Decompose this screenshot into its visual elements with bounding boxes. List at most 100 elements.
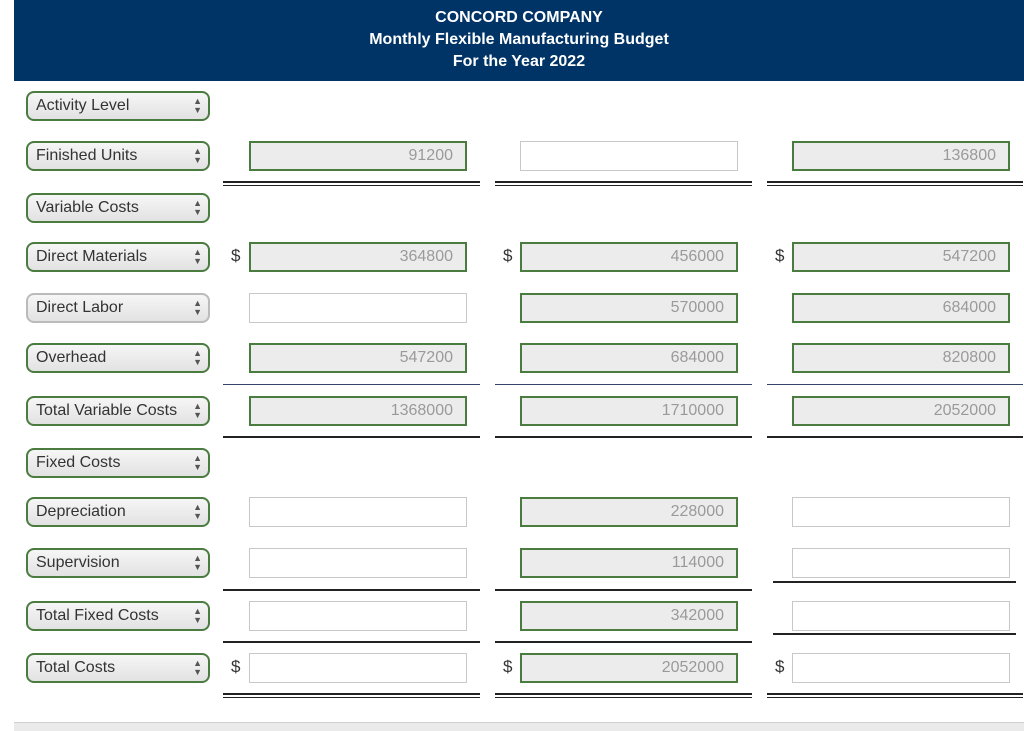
underline [495, 641, 752, 643]
select-label: Activity Level [36, 97, 130, 114]
updown-arrow-icon: ▲▼ [193, 247, 202, 266]
select-label: Supervision [36, 554, 120, 571]
direct-materials-input-1[interactable]: 364800 [249, 242, 467, 272]
row-supervision: Supervision ▲▼ 114000 [0, 548, 1024, 582]
row-depreciation: Depreciation ▲▼ 228000 [0, 497, 1024, 531]
overhead-select[interactable]: Overhead ▲▼ [26, 343, 210, 373]
company-name: CONCORD COMPANY [435, 9, 603, 26]
updown-arrow-icon: ▲▼ [193, 348, 202, 367]
underline [223, 589, 480, 591]
overhead-input-1[interactable]: 547200 [249, 343, 467, 373]
updown-arrow-icon: ▲▼ [193, 401, 202, 420]
total-variable-costs-input-2[interactable]: 1710000 [520, 396, 738, 426]
dollar-sign: $ [503, 657, 513, 676]
underline [495, 436, 752, 438]
dollar-sign: $ [775, 657, 785, 676]
underline [495, 384, 752, 385]
select-label: Total Variable Costs [36, 402, 178, 419]
select-label: Total Costs [36, 659, 116, 676]
finished-units-input-3[interactable]: 136800 [792, 141, 1010, 171]
variable-costs-select[interactable]: Variable Costs ▲▼ [26, 193, 210, 223]
depreciation-input-2[interactable]: 228000 [520, 497, 738, 527]
underline [773, 581, 1016, 583]
overhead-input-3[interactable]: 820800 [792, 343, 1010, 373]
total-costs-input-2[interactable]: 2052000 [520, 653, 738, 683]
row-fixed-costs: Fixed Costs ▲▼ [0, 448, 1024, 482]
double-underline [495, 181, 752, 186]
direct-labor-input-3[interactable]: 684000 [792, 293, 1010, 323]
updown-arrow-icon: ▲▼ [193, 658, 202, 677]
double-underline [767, 181, 1023, 186]
double-underline [223, 693, 480, 698]
total-fixed-costs-select[interactable]: Total Fixed Costs ▲▼ [26, 601, 210, 631]
total-fixed-costs-input-3[interactable] [792, 601, 1010, 631]
total-fixed-costs-input-1[interactable] [249, 601, 467, 631]
overhead-input-2[interactable]: 684000 [520, 343, 738, 373]
select-label: Finished Units [36, 147, 138, 164]
supervision-select[interactable]: Supervision ▲▼ [26, 548, 210, 578]
total-fixed-costs-input-2[interactable]: 342000 [520, 601, 738, 631]
updown-arrow-icon: ▲▼ [193, 453, 202, 472]
underline [767, 384, 1023, 385]
total-variable-costs-select[interactable]: Total Variable Costs ▲▼ [26, 396, 210, 426]
fixed-costs-select[interactable]: Fixed Costs ▲▼ [26, 448, 210, 478]
direct-materials-input-3[interactable]: 547200 [792, 242, 1010, 272]
updown-arrow-icon: ▲▼ [193, 606, 202, 625]
select-label: Overhead [36, 349, 107, 366]
row-total-variable-costs: Total Variable Costs ▲▼ 1368000 1710000 … [0, 396, 1024, 430]
supervision-input-1[interactable] [249, 548, 467, 578]
row-direct-materials: Direct Materials ▲▼ $ 364800 $ 456000 $ … [0, 242, 1024, 276]
select-label: Direct Materials [36, 248, 148, 265]
row-direct-labor: Direct Labor ▲▼ 570000 684000 [0, 293, 1024, 327]
dollar-sign: $ [503, 246, 513, 265]
budget-period: For the Year 2022 [452, 53, 586, 70]
double-underline [495, 693, 752, 698]
select-label: Fixed Costs [36, 454, 121, 471]
direct-materials-select[interactable]: Direct Materials ▲▼ [26, 242, 210, 272]
dollar-sign: $ [231, 246, 241, 265]
underline [767, 436, 1023, 438]
total-variable-costs-input-1[interactable]: 1368000 [249, 396, 467, 426]
row-finished-units: Finished Units ▲▼ 91200 136800 [0, 141, 1024, 175]
direct-labor-input-2[interactable]: 570000 [520, 293, 738, 323]
underline [223, 436, 480, 438]
supervision-input-3[interactable] [792, 548, 1010, 578]
activity-level-select[interactable]: Activity Level ▲▼ [26, 91, 210, 121]
row-total-fixed-costs: Total Fixed Costs ▲▼ 342000 [0, 601, 1024, 635]
select-label: Direct Labor [36, 299, 124, 316]
double-underline [767, 693, 1023, 698]
dollar-sign: $ [775, 246, 785, 265]
budget-header: CONCORD COMPANY Monthly Flexible Manufac… [14, 0, 1024, 81]
supervision-input-2[interactable]: 114000 [520, 548, 738, 578]
total-costs-input-3[interactable] [792, 653, 1010, 683]
total-costs-input-1[interactable] [249, 653, 467, 683]
finished-units-input-1[interactable]: 91200 [249, 141, 467, 171]
updown-arrow-icon: ▲▼ [193, 298, 202, 317]
direct-labor-select[interactable]: Direct Labor ▲▼ [26, 293, 210, 323]
updown-arrow-icon: ▲▼ [193, 553, 202, 572]
finished-units-input-2[interactable] [520, 141, 738, 171]
row-overhead: Overhead ▲▼ 547200 684000 820800 [0, 343, 1024, 377]
double-underline [223, 181, 480, 186]
direct-labor-input-1[interactable] [249, 293, 467, 323]
finished-units-select[interactable]: Finished Units ▲▼ [26, 141, 210, 171]
dollar-sign: $ [231, 657, 241, 676]
row-variable-costs: Variable Costs ▲▼ [0, 193, 1024, 227]
underline [773, 633, 1016, 635]
depreciation-select[interactable]: Depreciation ▲▼ [26, 497, 210, 527]
direct-materials-input-2[interactable]: 456000 [520, 242, 738, 272]
select-label: Variable Costs [36, 199, 139, 216]
select-label: Depreciation [36, 503, 126, 520]
underline [495, 589, 752, 591]
depreciation-input-1[interactable] [249, 497, 467, 527]
underline [223, 641, 480, 643]
row-total-costs: Total Costs ▲▼ $ $ 2052000 $ [0, 653, 1024, 687]
row-activity-level: Activity Level ▲▼ [0, 91, 1024, 125]
panel-footer [14, 722, 1024, 731]
depreciation-input-3[interactable] [792, 497, 1010, 527]
total-costs-select[interactable]: Total Costs ▲▼ [26, 653, 210, 683]
select-label: Total Fixed Costs [36, 607, 159, 624]
total-variable-costs-input-3[interactable]: 2052000 [792, 396, 1010, 426]
updown-arrow-icon: ▲▼ [193, 502, 202, 521]
updown-arrow-icon: ▲▼ [193, 198, 202, 217]
